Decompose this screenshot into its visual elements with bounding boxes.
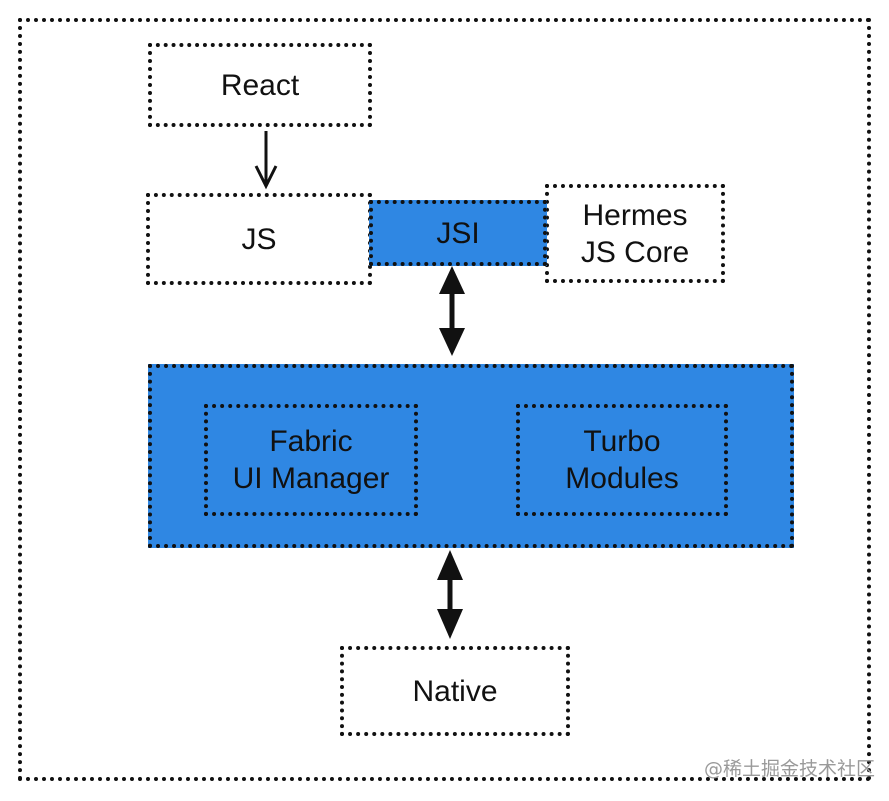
fabric-label: Fabric UI Manager — [232, 425, 390, 495]
hermes-box: Hermes JS Core — [545, 184, 725, 283]
jsi-box: JSI — [369, 200, 547, 266]
jsi-label: JSI — [436, 216, 480, 250]
react-label: React — [220, 68, 300, 102]
native-modules-container — [148, 364, 794, 548]
turbo-modules-box: Turbo Modules — [516, 404, 728, 516]
watermark-text: @稀土掘金技术社区 — [703, 758, 875, 780]
hermes-label: Hermes JS Core — [580, 198, 690, 269]
turbo-label: Turbo Modules — [565, 425, 679, 495]
fabric-box: Fabric UI Manager — [204, 404, 418, 516]
react-box: React — [148, 43, 372, 127]
native-label: Native — [412, 674, 498, 708]
outer-container — [18, 18, 871, 781]
js-label: JS — [241, 222, 277, 256]
native-box: Native — [340, 646, 570, 736]
js-box: JS — [146, 193, 372, 285]
